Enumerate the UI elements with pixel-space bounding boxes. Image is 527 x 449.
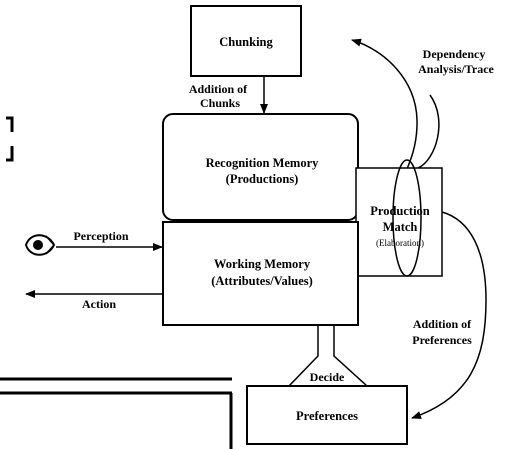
chunking-box [190, 5, 302, 77]
recognition-memory-subtitle: (Productions) [226, 172, 299, 186]
decide-label: Decide [310, 370, 345, 384]
addition-of-preferences-arrow [411, 211, 487, 419]
working-memory-subtitle: (Attributes/Values) [211, 274, 313, 288]
action-label: Action [82, 297, 116, 311]
addition-of-chunks-label-line1: Addition of [189, 82, 248, 96]
working-memory-box [162, 221, 359, 326]
addition-of-preferences-label-line1: Addition of [413, 317, 472, 331]
working-memory-title: Working Memory [214, 257, 311, 271]
eye-icon [24, 234, 56, 256]
cropped-fragment-top [6, 116, 14, 132]
production-match-loop [392, 159, 422, 277]
dependency-label-line2: Analysis/Trace [418, 62, 494, 76]
dependency-loop-curve [417, 94, 440, 169]
production-match-line1: Production [370, 204, 430, 218]
preferences-box [246, 385, 408, 445]
chunking-label: Chunking [219, 35, 273, 49]
perception-label: Perception [73, 229, 128, 243]
recognition-memory-title: Recognition Memory [206, 156, 320, 170]
cropped-fragment-bottom [6, 146, 14, 162]
preferences-label: Preferences [296, 409, 358, 423]
production-match-line2: Match [383, 220, 418, 234]
addition-of-preferences-label-line2: Preferences [412, 333, 472, 347]
production-match-subtitle: (Elaboration) [376, 238, 424, 248]
addition-of-chunks-label-line2: Chunks [200, 96, 240, 110]
dependency-label-line1: Dependency [423, 47, 486, 61]
recognition-memory-box [162, 113, 359, 221]
